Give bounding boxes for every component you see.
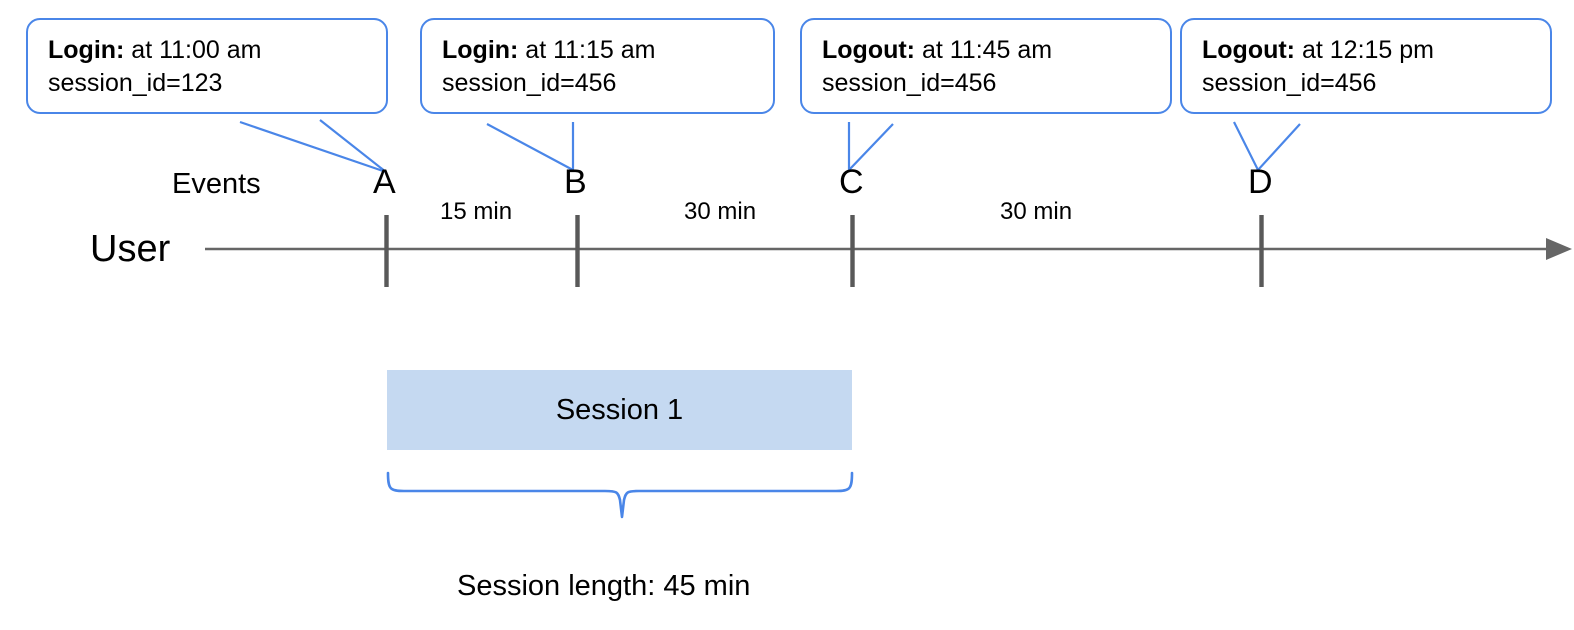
callout-c[interactable]: Logout: at 11:45 am session_id=456: [800, 18, 1172, 114]
callout-d-time: at 12:15 pm: [1295, 36, 1434, 64]
session-bar[interactable]: Session 1: [387, 370, 852, 450]
user-row-label: User: [90, 228, 171, 270]
interval-label-bc: 30 min: [684, 198, 757, 225]
callout-a[interactable]: Login: at 11:00 am session_id=123: [26, 18, 388, 114]
callout-d-line1: Logout: at 12:15 pm: [1202, 34, 1532, 67]
session-span-brace: [386, 471, 854, 519]
callout-b-event-type: Login:: [442, 36, 519, 64]
callout-b-time: at 11:15 am: [518, 36, 656, 64]
callout-a-line1: Login: at 11:00 am: [48, 34, 368, 67]
callout-tail-b: [486, 122, 575, 172]
marker-label-c: C: [839, 163, 864, 201]
callout-d-session-id: session_id=456: [1202, 69, 1377, 97]
callout-d-event-type: Logout:: [1202, 36, 1296, 64]
callout-d[interactable]: Logout: at 12:15 pm session_id=456: [1180, 18, 1552, 114]
interval-label-ab: 15 min: [440, 198, 513, 225]
timeline-axis-arrowhead: [1546, 238, 1572, 260]
callout-b-line1: Login: at 11:15 am: [442, 34, 755, 67]
callout-c-time: at 11:45 am: [915, 36, 1053, 64]
session-length-caption: Session length: 45 min: [457, 570, 751, 602]
callout-tail-d: [1233, 121, 1301, 172]
callout-b[interactable]: Login: at 11:15 am session_id=456: [420, 18, 775, 114]
marker-label-a: A: [373, 163, 396, 201]
callout-a-session-id: session_id=123: [48, 69, 223, 97]
callout-tail-a: [239, 119, 387, 174]
callout-c-session-id: session_id=456: [822, 69, 997, 97]
callout-a-event-type: Login:: [48, 36, 125, 64]
session-bar-label: Session 1: [555, 393, 684, 426]
marker-label-b: B: [564, 163, 587, 201]
marker-label-d: D: [1248, 163, 1273, 201]
callout-c-line1: Logout: at 11:45 am: [822, 34, 1152, 67]
interval-label-cd: 30 min: [1000, 198, 1073, 225]
callout-c-event-type: Logout:: [822, 36, 916, 64]
events-row-label: Events: [172, 168, 261, 200]
callout-a-time: at 11:00 am: [124, 36, 262, 64]
callout-tail-c: [847, 122, 894, 173]
callout-b-session-id: session_id=456: [442, 69, 617, 97]
